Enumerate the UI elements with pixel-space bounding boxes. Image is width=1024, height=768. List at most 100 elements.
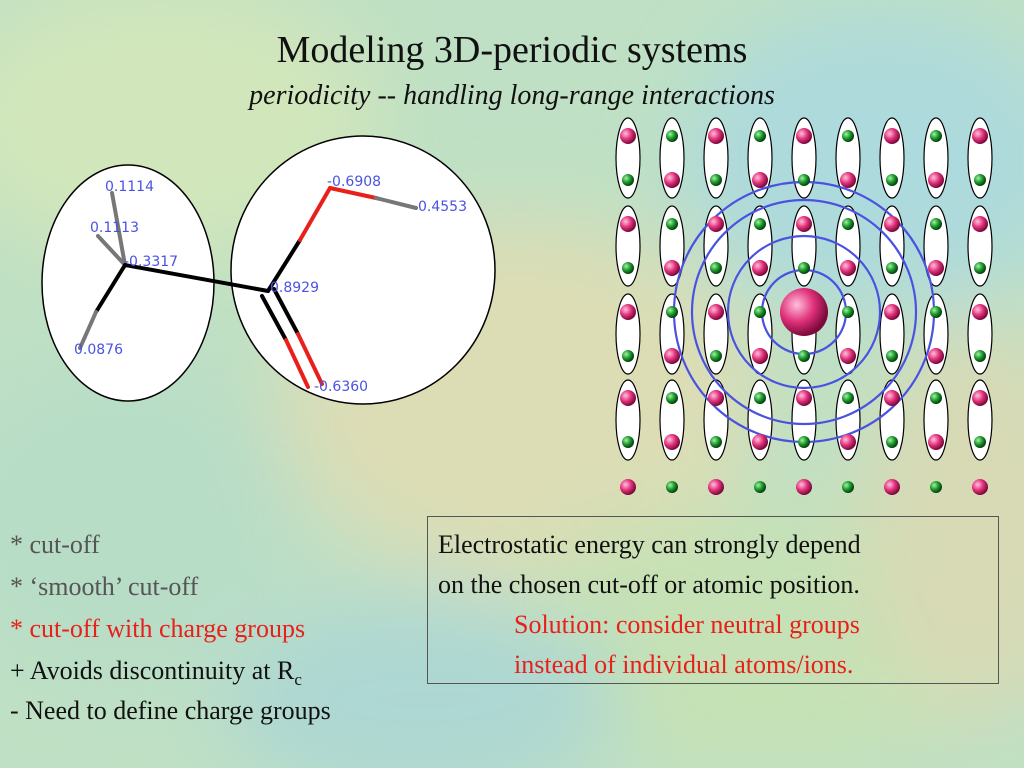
negative-ion — [666, 306, 678, 318]
negative-ion — [798, 174, 810, 186]
positive-ion — [972, 479, 988, 495]
negative-ion — [974, 350, 986, 362]
bullet-charge-groups: * cut-off with charge groups — [10, 614, 306, 643]
negative-ion — [886, 436, 898, 448]
positive-ion — [884, 479, 900, 495]
negative-ion — [930, 481, 942, 493]
molecule-bonds — [78, 186, 418, 389]
positive-ion — [840, 348, 856, 364]
negative-ion — [798, 436, 810, 448]
negative-ion — [666, 481, 678, 493]
positive-ion — [796, 216, 812, 232]
negative-ion — [622, 350, 634, 362]
positive-ion — [884, 128, 900, 144]
charge-label: -0.3317 — [124, 254, 178, 270]
positive-ion — [620, 216, 636, 232]
negative-ion — [798, 350, 810, 362]
charge-label: 0.4553 — [418, 199, 467, 215]
negative-ion — [754, 218, 766, 230]
negative-ion — [930, 306, 942, 318]
negative-ion — [666, 218, 678, 230]
negative-ion — [974, 436, 986, 448]
slide-title: Modeling 3D-periodic systems — [276, 29, 748, 71]
bullet-smooth-cutoff: * ‘smooth’ cut-off — [10, 572, 199, 601]
negative-ion — [710, 350, 722, 362]
positive-ion — [620, 128, 636, 144]
positive-ion — [972, 390, 988, 406]
charge-label: -0.6908 — [327, 174, 381, 190]
positive-ion — [928, 434, 944, 450]
positive-ion — [884, 390, 900, 406]
charge-label: 0.1113 — [90, 220, 139, 236]
positive-ion — [796, 479, 812, 495]
negative-ion — [842, 130, 854, 142]
bullet-define-groups: - Need to define charge groups — [10, 696, 331, 725]
lattice-ions — [620, 128, 988, 495]
negative-ion — [754, 130, 766, 142]
negative-ion — [974, 174, 986, 186]
negative-ion — [842, 392, 854, 404]
positive-ion — [796, 390, 812, 406]
slide-subtitle: periodicity -- handling long-range inter… — [249, 80, 775, 111]
positive-ion — [708, 390, 724, 406]
negative-ion — [886, 174, 898, 186]
positive-ion — [840, 260, 856, 276]
negative-ion — [930, 392, 942, 404]
positive-ion — [620, 390, 636, 406]
positive-ion — [664, 260, 680, 276]
negative-ion — [622, 262, 634, 274]
bullet-avoids-discontinuity: + Avoids discontinuity at Rc — [10, 656, 302, 690]
positive-ion — [708, 216, 724, 232]
negative-ion — [842, 218, 854, 230]
cutoff-circle — [726, 234, 882, 390]
positive-ion — [928, 348, 944, 364]
positive-ion — [708, 304, 724, 320]
negative-ion — [886, 350, 898, 362]
negative-ion — [622, 436, 634, 448]
negative-ion — [842, 481, 854, 493]
negative-ion — [886, 262, 898, 274]
negative-ion — [754, 392, 766, 404]
negative-ion — [930, 218, 942, 230]
positive-ion — [620, 304, 636, 320]
positive-ion — [796, 128, 812, 144]
central-ion — [780, 288, 828, 336]
negative-ion — [930, 130, 942, 142]
positive-ion — [928, 172, 944, 188]
note-line: Electrostatic energy can strongly depend — [438, 530, 861, 559]
charge-label: -0.6360 — [314, 379, 368, 395]
negative-ion — [622, 174, 634, 186]
subscript-c: c — [294, 670, 302, 690]
positive-ion — [664, 172, 680, 188]
solution-line: instead of individual atoms/ions. — [514, 650, 854, 679]
negative-ion — [754, 481, 766, 493]
negative-ion — [666, 130, 678, 142]
charge-label: 0.0876 — [74, 342, 123, 358]
negative-ion — [974, 262, 986, 274]
positive-ion — [620, 479, 636, 495]
positive-ion — [928, 260, 944, 276]
positive-ion — [752, 172, 768, 188]
positive-ion — [884, 304, 900, 320]
positive-ion — [840, 434, 856, 450]
negative-ion — [710, 262, 722, 274]
positive-ion — [664, 434, 680, 450]
positive-ion — [972, 216, 988, 232]
positive-ion — [708, 479, 724, 495]
charge-label: 0.1114 — [105, 179, 154, 195]
positive-ion — [708, 128, 724, 144]
positive-ion — [752, 348, 768, 364]
solution-line: Solution: consider neutral groups — [514, 610, 860, 639]
bullet-avoids-text: + Avoids discontinuity at R — [10, 656, 295, 685]
positive-ion — [752, 434, 768, 450]
cutoff-circle — [690, 198, 918, 426]
negative-ion — [842, 306, 854, 318]
positive-ion — [884, 216, 900, 232]
negative-ion — [710, 174, 722, 186]
negative-ion — [754, 306, 766, 318]
negative-ion — [666, 392, 678, 404]
charge-label: 0.8929 — [270, 280, 319, 296]
explanation-box: Electrostatic energy can strongly depend… — [427, 516, 999, 684]
